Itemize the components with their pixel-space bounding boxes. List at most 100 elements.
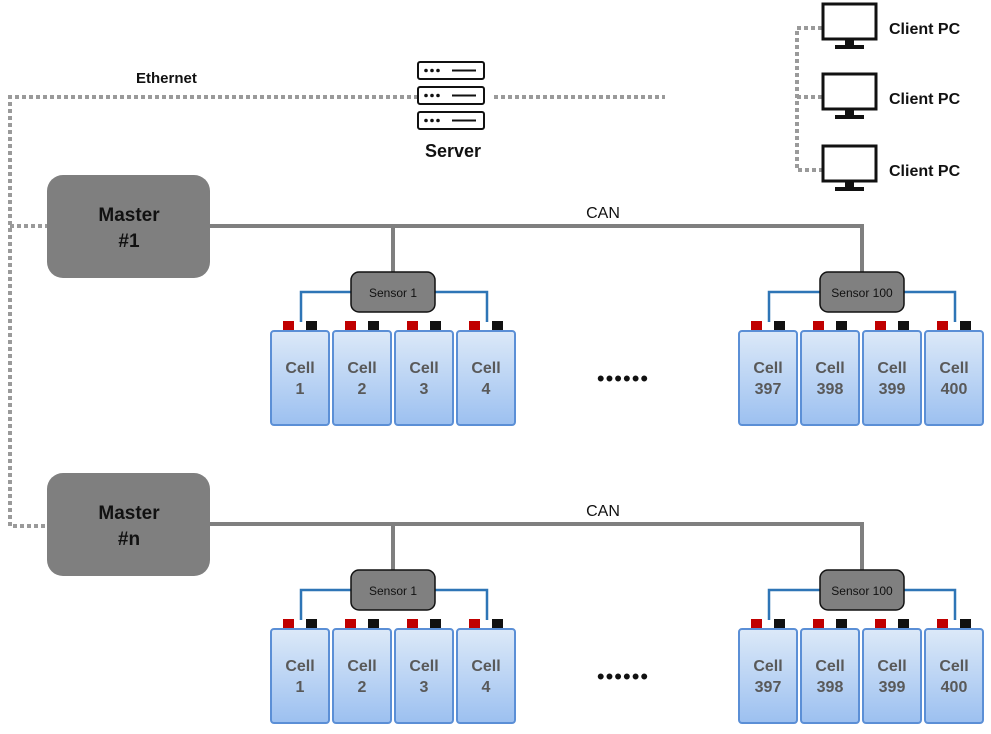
server-icon	[417, 61, 485, 130]
client-pc-label: Client PC	[889, 163, 961, 180]
cell-number: 3	[420, 381, 429, 398]
cell-label: Cell	[285, 360, 314, 377]
positive-terminal	[283, 321, 294, 331]
positive-terminal	[751, 619, 762, 629]
positive-terminal	[751, 321, 762, 331]
cell-label: Cell	[471, 658, 500, 675]
negative-terminal	[898, 619, 909, 629]
sensor-wire	[767, 588, 820, 620]
can-label: CAN	[586, 503, 620, 520]
negative-terminal	[430, 619, 441, 629]
positive-terminal	[813, 619, 824, 629]
client-pc: Client PC	[821, 2, 961, 49]
master-node: Master#1	[47, 175, 210, 278]
cell-label: Cell	[347, 658, 376, 675]
positive-terminal	[469, 619, 480, 629]
cell-number: 397	[755, 381, 782, 398]
cell-label: Cell	[877, 658, 906, 675]
ethernet-label: Ethernet	[136, 70, 197, 87]
can-bus-line	[210, 522, 864, 570]
sensor-label: Sensor 100	[831, 286, 893, 300]
negative-terminal	[836, 619, 847, 629]
battery-cell: Cell 400	[924, 321, 984, 426]
battery-cell: Cell 397	[738, 619, 798, 724]
cell-number: 399	[879, 381, 906, 398]
positive-terminal	[937, 619, 948, 629]
sensor-label: Sensor 1	[369, 286, 417, 300]
sensor-label: Sensor 1	[369, 584, 417, 598]
master-number: #1	[118, 231, 140, 252]
cell-number: 2	[358, 381, 367, 398]
can-label: CAN	[586, 205, 620, 222]
sensor-wire	[299, 290, 351, 322]
cell-label: Cell	[753, 658, 782, 675]
client-pc: Client PC	[821, 72, 961, 119]
cell-label: Cell	[347, 360, 376, 377]
negative-terminal	[368, 619, 379, 629]
negative-terminal	[430, 321, 441, 331]
ethernet-network	[8, 26, 822, 528]
cell-label: Cell	[409, 360, 438, 377]
master-node: Master#n	[47, 473, 210, 576]
cell-number: 4	[482, 679, 491, 696]
sensor-wire	[299, 588, 351, 620]
sensor-wire	[904, 588, 957, 620]
client-pc-label: Client PC	[889, 21, 961, 38]
cell-number: 400	[941, 381, 968, 398]
sensor-wire	[435, 290, 489, 322]
cell-label: Cell	[471, 360, 500, 377]
cell-label: Cell	[939, 360, 968, 377]
positive-terminal	[345, 619, 356, 629]
negative-terminal	[774, 321, 785, 331]
positive-terminal	[407, 321, 418, 331]
cell-label: Cell	[877, 360, 906, 377]
sensor-label: Sensor 100	[831, 584, 893, 598]
battery-cell: Cell 2	[332, 321, 392, 426]
cell-label: Cell	[815, 658, 844, 675]
cell-label: Cell	[815, 360, 844, 377]
battery-cell: Cell 397	[738, 321, 798, 426]
positive-terminal	[345, 321, 356, 331]
negative-terminal	[492, 321, 503, 331]
cell-label: Cell	[939, 658, 968, 675]
cell-number: 397	[755, 679, 782, 696]
negative-terminal	[960, 321, 971, 331]
ellipsis: ••••••	[597, 664, 649, 689]
monitor-icon	[821, 144, 878, 191]
master-number: #n	[118, 529, 140, 550]
client-pc-list: Client PC Client PC Client PC	[821, 2, 961, 191]
negative-terminal	[306, 321, 317, 331]
battery-cell: Cell 399	[862, 321, 922, 426]
ellipsis: ••••••	[597, 366, 649, 391]
battery-cell: Cell 2	[332, 619, 392, 724]
negative-terminal	[836, 321, 847, 331]
negative-terminal	[960, 619, 971, 629]
client-pc-label: Client PC	[889, 91, 961, 108]
monitor-icon	[821, 72, 878, 119]
cell-label: Cell	[753, 360, 782, 377]
cell-number: 2	[358, 679, 367, 696]
sensor-wire	[767, 290, 820, 322]
client-pc: Client PC	[821, 144, 961, 191]
battery-cell: Cell 4	[456, 619, 516, 724]
cell-number: 4	[482, 381, 491, 398]
monitor-icon	[821, 2, 878, 49]
sensor-wire	[904, 290, 957, 322]
negative-terminal	[898, 321, 909, 331]
negative-terminal	[774, 619, 785, 629]
cell-label: Cell	[285, 658, 314, 675]
battery-cell: Cell 4	[456, 321, 516, 426]
